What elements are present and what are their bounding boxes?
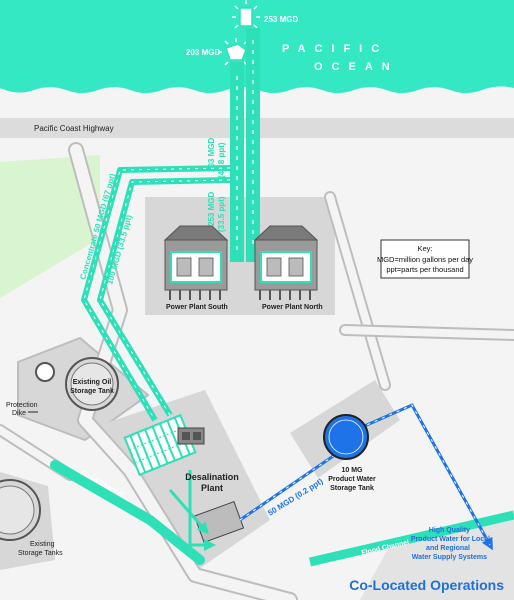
intake-discharge-pipes — [230, 28, 260, 262]
key-line-ppt: ppt=parts per thousand — [386, 265, 463, 274]
existing-storage-tanks — [0, 479, 41, 541]
discharge-flow-label: 203 MGD — [186, 48, 220, 57]
power-plant-north-label: Power Plant North — [262, 304, 323, 311]
hq-water-line3: and Regional — [426, 545, 470, 552]
key-box: Key: MGD=million gallons per day ppt=par… — [377, 239, 473, 279]
product-tank-label-line3: Storage Tank — [330, 485, 374, 492]
hq-water-line1: High Quality — [429, 527, 470, 534]
key-title: Key: — [417, 244, 432, 253]
road-network — [0, 142, 514, 600]
desalination-plant — [123, 413, 245, 551]
key-line-mgd: MGD=million gallons per day — [377, 255, 473, 264]
intake-flow-label: 253 MGD — [264, 15, 298, 24]
discharge-pipe-label-b: (41.8 ppt) — [217, 142, 226, 178]
intake-structure-icon — [232, 0, 260, 29]
intake-pipe-label-a: 253 MGD — [207, 192, 216, 226]
discharge-structure-icon — [218, 38, 254, 66]
dike-label-line1: Protection — [6, 402, 38, 409]
oil-tank-label-line2: Storage Tank — [70, 388, 114, 395]
product-tank-label-line2: Product Water — [328, 476, 376, 483]
lower-right-lot — [360, 520, 514, 600]
oil-tank-label-line1: Existing Oil — [73, 379, 112, 386]
hq-water-line4: Water Supply Systems — [412, 554, 487, 561]
ocean-label-line1: PACIFIC — [282, 43, 388, 55]
product-water-tank — [323, 414, 369, 460]
dike-label-line2: Dike — [12, 410, 26, 417]
existing-tanks-label-line1: Existing — [30, 541, 55, 548]
oil-storage-tank — [35, 357, 119, 411]
existing-tanks-label-line2: Storage Tanks — [18, 550, 63, 557]
feed-concentrate-pipes — [81, 165, 231, 422]
product-water-pipe — [239, 403, 493, 551]
power-plant-north — [253, 225, 319, 300]
highway-label: Pacific Coast Highway — [34, 124, 114, 133]
desalination-label-line1: Desalination — [185, 472, 239, 482]
hq-water-line2: Product Water for Local — [411, 536, 490, 543]
intake-pipe-label-b: (33.5 ppt) — [217, 196, 226, 232]
grass-area — [0, 155, 100, 298]
power-plant-south-label: Power Plant South — [166, 304, 228, 311]
power-plant-south — [163, 225, 229, 300]
product-tank-label-line1: 10 MG — [341, 467, 363, 474]
desalination-label-line2: Plant — [201, 483, 223, 493]
discharge-pipe-label-a: 203 MGD — [207, 138, 216, 172]
diagram-title: Co-Located Operations — [349, 577, 504, 593]
ocean-label-line2: OCEAN — [314, 61, 399, 73]
